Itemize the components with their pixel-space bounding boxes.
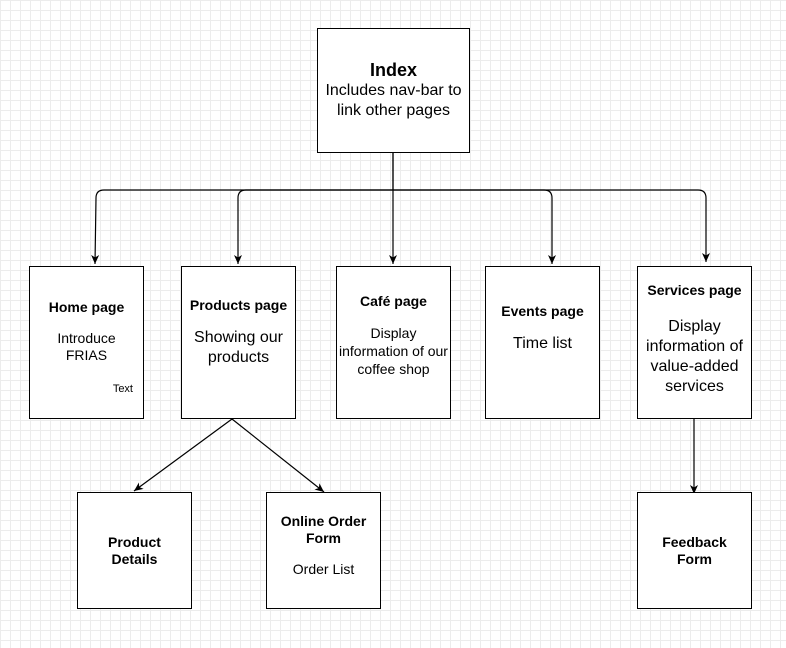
node-products-title: Products page	[189, 297, 288, 314]
node-home-page[interactable]: Home page Introduce FRIAS Text	[29, 266, 144, 419]
node-cafe-desc: Display information of our coffee shop	[339, 324, 448, 377]
node-product-details-title: Product Details	[108, 533, 161, 567]
node-home-title: Home page	[48, 299, 125, 316]
node-events-page[interactable]: Events page Time list	[485, 266, 600, 419]
node-products-desc: Showing our products	[194, 328, 283, 366]
node-online-order-form[interactable]: Online Order Form Order List	[266, 492, 381, 609]
node-services-desc: Display information of value-added servi…	[646, 317, 743, 395]
node-product-details[interactable]: Product Details	[77, 492, 192, 609]
node-index[interactable]: Index Includes nav-bar to link other pag…	[317, 28, 470, 153]
node-feedback-title: Feedback Form	[662, 533, 727, 567]
node-cafe-page[interactable]: Café page Display information of our cof…	[336, 266, 451, 419]
edge-products-details	[133, 418, 233, 492]
edge-products-order	[231, 418, 325, 493]
node-home-sub: Text	[112, 382, 133, 395]
node-services-page[interactable]: Services page Display information of val…	[637, 266, 752, 419]
node-index-desc: Includes nav-bar to link other pages	[325, 82, 462, 120]
node-events-desc: Time list	[513, 334, 572, 352]
node-services-title: Services page	[647, 282, 742, 299]
node-events-title: Events page	[501, 303, 584, 320]
node-online-order-desc: Order List	[292, 560, 355, 577]
node-home-desc: Introduce FRIAS	[57, 330, 116, 363]
node-index-title: Index	[369, 59, 417, 80]
node-feedback-form[interactable]: Feedback Form	[637, 492, 752, 609]
node-online-order-title: Online Order Form	[280, 513, 367, 547]
node-cafe-title: Café page	[360, 292, 427, 309]
edge-index-home	[91, 153, 394, 265]
edge-index-events	[393, 189, 556, 264]
edge-index-services	[393, 189, 710, 262]
node-products-page[interactable]: Products page Showing our products	[181, 266, 296, 419]
edge-index-products	[234, 189, 393, 264]
